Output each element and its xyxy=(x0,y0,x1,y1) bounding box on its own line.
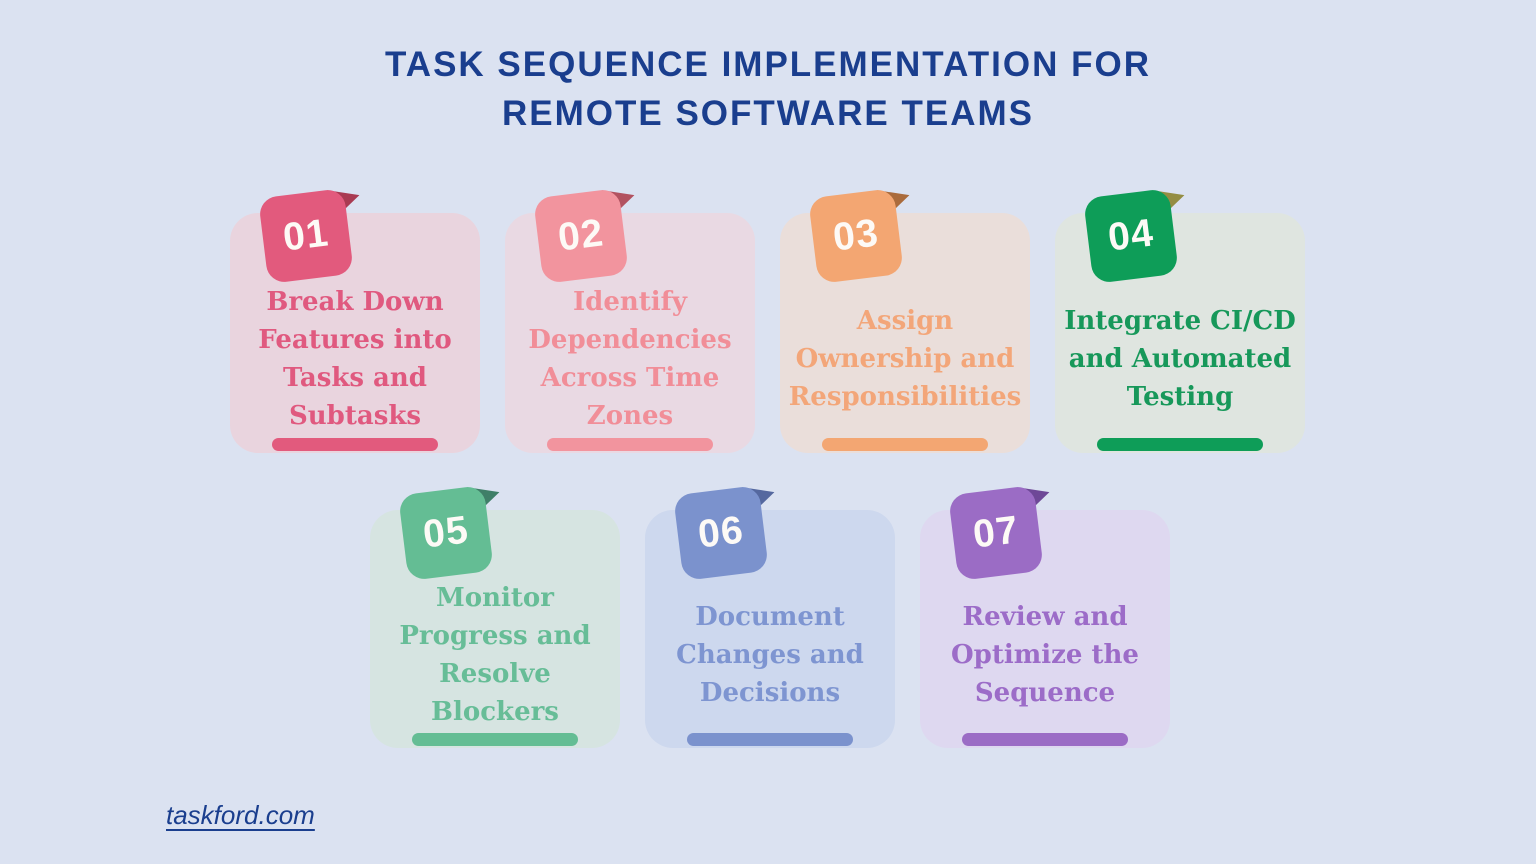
step-number-badge: 05 xyxy=(398,485,494,581)
step-underline-bar xyxy=(962,733,1128,746)
step-card-5: 05 Monitor Progress and Resolve Blockers xyxy=(370,510,620,748)
infographic-title: TASK SEQUENCE IMPLEMENTATION FOR REMOTE … xyxy=(385,45,1151,133)
badge-square: 03 xyxy=(808,188,904,284)
step-title: Document Changes and Decisions xyxy=(676,602,864,708)
step-underline-bar xyxy=(412,733,578,746)
step-title: Assign Ownership and Responsibilities xyxy=(788,306,1022,412)
website-link[interactable]: taskford.com xyxy=(166,800,315,830)
badge-square: 07 xyxy=(948,485,1044,581)
step-title: Integrate CI/CD and Automated Testing xyxy=(1064,306,1296,412)
step-card-6: 06 Document Changes and Decisions xyxy=(645,510,895,748)
step-number: 07 xyxy=(970,508,1022,557)
badge-square: 02 xyxy=(533,188,629,284)
step-number-badge: 02 xyxy=(533,188,629,284)
step-card-4: 04 Integrate CI/CD and Automated Testing xyxy=(1055,213,1305,453)
step-underline-bar xyxy=(1097,438,1263,451)
step-underline-bar xyxy=(547,438,713,451)
step-number: 06 xyxy=(695,508,747,557)
step-title: Review and Optimize the Sequence xyxy=(951,602,1139,708)
step-title: Break Down Features into Tasks and Subta… xyxy=(258,287,452,431)
badge-square: 01 xyxy=(258,188,354,284)
step-underline-bar xyxy=(822,438,988,451)
badge-square: 05 xyxy=(398,485,494,581)
step-title: Monitor Progress and Resolve Blockers xyxy=(399,583,591,727)
step-number: 05 xyxy=(420,508,472,557)
badge-square: 04 xyxy=(1083,188,1179,284)
step-number: 01 xyxy=(280,211,332,260)
step-card-2: 02 Identify Dependencies Across Time Zon… xyxy=(505,213,755,453)
step-number-badge: 03 xyxy=(808,188,904,284)
step-number-badge: 01 xyxy=(258,188,354,284)
step-card-1: 01 Break Down Features into Tasks and Su… xyxy=(230,213,480,453)
step-number: 04 xyxy=(1105,211,1157,260)
step-underline-bar xyxy=(687,733,853,746)
step-title: Identify Dependencies Across Time Zones xyxy=(528,287,732,431)
step-card-7: 07 Review and Optimize the Sequence xyxy=(920,510,1170,748)
step-number-badge: 04 xyxy=(1083,188,1179,284)
step-card-3: 03 Assign Ownership and Responsibilities xyxy=(780,213,1030,453)
step-number: 02 xyxy=(555,211,607,260)
step-number-badge: 07 xyxy=(948,485,1044,581)
step-number-badge: 06 xyxy=(673,485,769,581)
badge-square: 06 xyxy=(673,485,769,581)
step-underline-bar xyxy=(272,438,438,451)
step-number: 03 xyxy=(830,211,882,260)
